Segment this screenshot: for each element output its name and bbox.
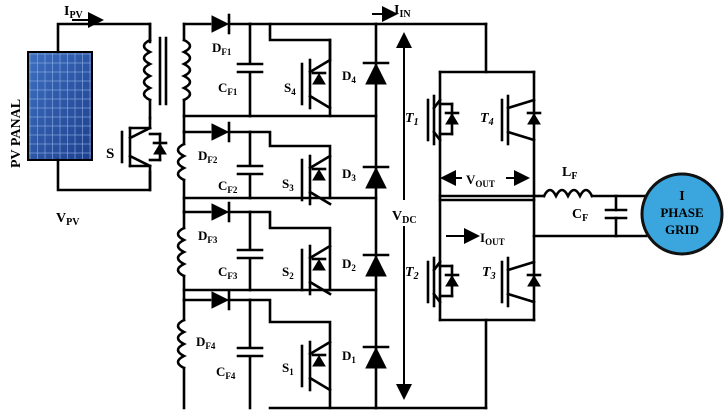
module-switch-s1-label: S1 — [282, 360, 294, 377]
inverter-t2-label: T2 — [405, 265, 419, 282]
module-switch-s2-label: S2 — [282, 264, 294, 281]
flyback-capacitors — [182, 22, 264, 410]
flyback-cap-cf2-label: CF2 — [218, 178, 238, 195]
flyback-diode-df1 — [211, 13, 252, 35]
primary-switch-label: S — [106, 146, 114, 162]
flyback-diode-df4-label: DF4 — [196, 334, 216, 351]
dc-link-voltage-label: VDC — [392, 209, 417, 226]
flyback-diode-df3 — [211, 201, 252, 223]
flyback-diode-df1-label: DF1 — [212, 40, 232, 57]
flyback-cap-cf1-label: CF1 — [218, 80, 238, 97]
flyback-diode-df3-label: DF3 — [198, 228, 218, 245]
series-diode-d3-label: D3 — [342, 166, 356, 183]
inverter-t4-label: T4 — [480, 111, 494, 128]
filter-inductor-label: LF — [562, 165, 577, 182]
series-diode-d4-label: D4 — [342, 68, 356, 85]
grid-label-line1: I — [679, 189, 684, 204]
secondary-coils — [176, 22, 212, 410]
primary-switch — [120, 116, 168, 192]
series-diode-d2-label: D2 — [342, 256, 356, 273]
dc-link-current-label: IIN — [394, 3, 411, 20]
pv-panel-label: PV PANAL — [9, 99, 24, 168]
module-switch-s3-label: S3 — [282, 176, 294, 193]
pv-current-label: IPV — [64, 4, 84, 21]
dc-link — [372, 6, 488, 410]
series-diode-d1-label: D1 — [342, 348, 356, 365]
inverter-bridge — [426, 22, 542, 410]
flyback-cap-cf4-label: CF4 — [216, 364, 236, 381]
inverter-iout-label: IOUT — [480, 230, 505, 247]
grid-label-line3: GRID — [665, 222, 699, 237]
pv-voltage-label: VPV — [56, 211, 80, 228]
module-switch-s4-label: S4 — [284, 80, 296, 97]
pv-panel — [27, 51, 93, 161]
flyback-diode-df2 — [211, 121, 252, 143]
inverter-t1-label: T1 — [405, 111, 419, 128]
module-switches — [248, 22, 332, 410]
flyback-diode-df2-label: DF2 — [198, 148, 218, 165]
series-diode-column — [248, 22, 390, 410]
flyback-diode-df4 — [211, 289, 252, 311]
grid-circle — [640, 172, 724, 256]
flyback-cap-cf3-label: CF3 — [218, 264, 238, 281]
inverter-t3-label: T3 — [482, 265, 496, 282]
grid-label-line2: PHASE — [660, 205, 703, 220]
lc-filter — [532, 188, 648, 238]
filter-capacitor-label: CF — [572, 207, 588, 224]
inverter-vout-label: VOUT — [466, 172, 495, 189]
transformer-primary-coil — [142, 22, 168, 120]
